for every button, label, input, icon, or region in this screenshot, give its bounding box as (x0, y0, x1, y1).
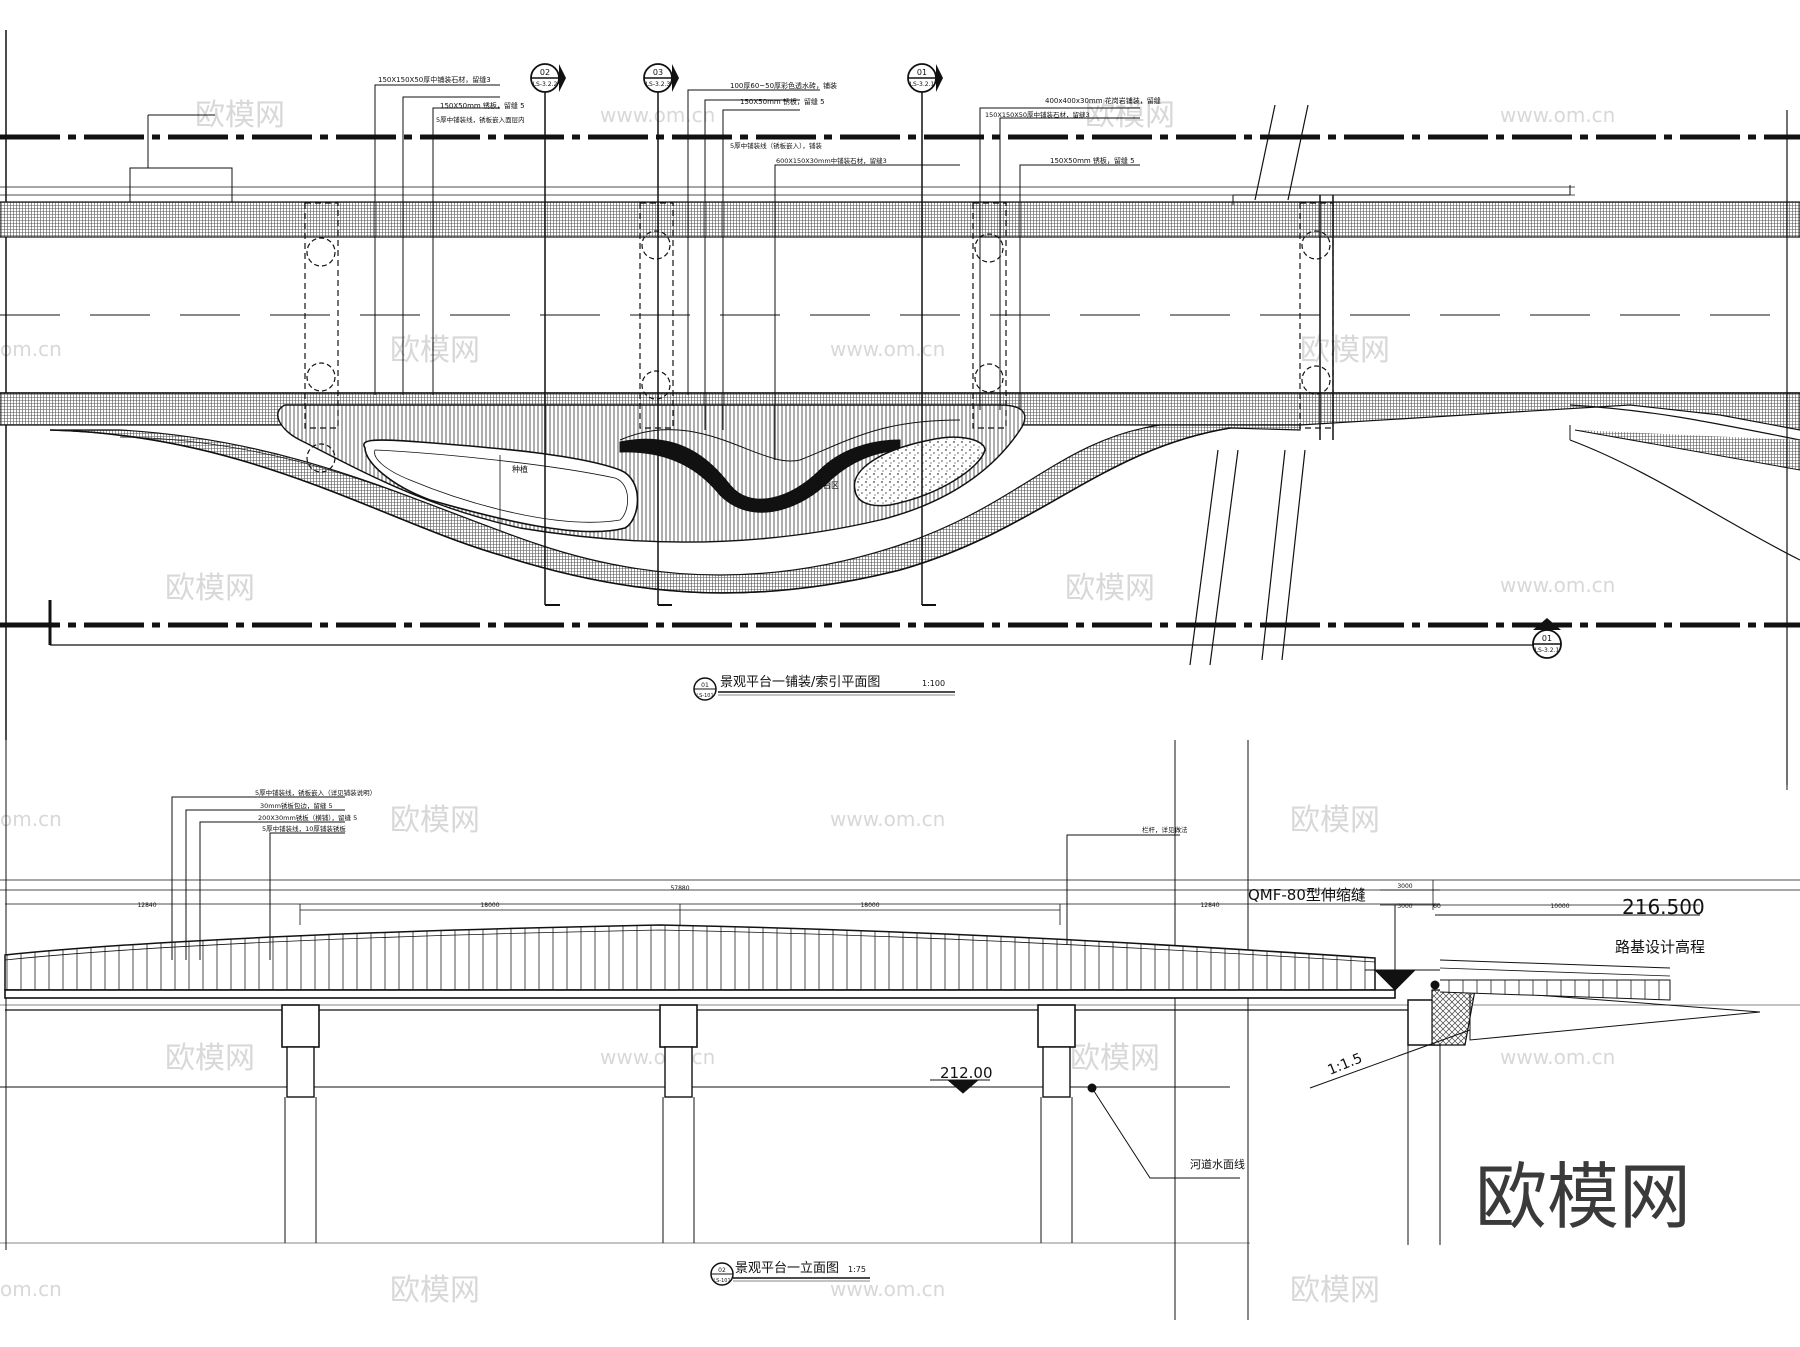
dim-left-end: 12840 (137, 902, 156, 909)
plan-callout-text: 5厚中铺装线，锈板嵌入面层内 (436, 115, 525, 124)
water-line-label: 河道水面线 (1190, 1157, 1245, 1171)
elevation-callout-text: 5厚中铺装线，10厚铺装锈板 (262, 824, 346, 833)
pier-elevation (281, 1004, 320, 1243)
section-marker-sheet: LS-3.2.2 (533, 81, 558, 88)
planter-left (363, 439, 639, 533)
elevation-callouts (171, 796, 345, 960)
title-badge-number: 01 (701, 682, 709, 689)
watermark: 欧模网 (1300, 333, 1390, 368)
road-elevation-value: 216.500 (1622, 895, 1705, 919)
section-marker-sheet: LS-3.2.1 (910, 81, 935, 88)
pier-outline (972, 202, 1007, 429)
expansion-joint-label: QMF-80型伸缩缝 (1248, 886, 1366, 904)
plan-callout-text: 150X50mm 锈板，留缝 5 (440, 101, 525, 110)
road-elevation-label: 路基设计高程 (1615, 938, 1705, 956)
elevation-title-block: 02 LS-101 景观平台一立面图 1:75 (710, 1261, 870, 1286)
dim-span-left: 18000 (480, 902, 499, 909)
elevation-title: 景观平台一立面图 (735, 1261, 839, 1276)
plan-callout-text: 150X150X50厚中铺装石材，留缝3 (378, 75, 491, 84)
watermark: om.cn (0, 807, 62, 831)
watermarks: 欧模网 www.om.cn 欧模网 www.om.cn om.cn 欧模网 ww… (0, 98, 1615, 1308)
plan-callout-texts: 150X150X50厚中铺装石材，留缝3 150X50mm 锈板，留缝 5 5厚… (378, 75, 1161, 165)
slope-label: 1:1.5 (1326, 1050, 1365, 1078)
area-label-platform: 平台区 (815, 480, 839, 490)
elevation-marker-sheet: LS-3.2.1 (1535, 647, 1560, 654)
watermark: 欧模网 (1290, 1273, 1380, 1308)
elevation-scale: 1:75 (848, 1265, 866, 1274)
elevation-marker-number: 01 (1542, 634, 1552, 643)
pier-outline (639, 202, 674, 429)
plan-callout-text: 5厚中铺装线（锈板嵌入），铺装 (730, 141, 822, 150)
watermark: www.om.cn (830, 807, 945, 831)
watermark: www.om.cn (600, 1045, 715, 1069)
plan-callout-text: 150X50mm 锈板，留缝 5 (1050, 156, 1135, 165)
elevation-view (0, 735, 1800, 1320)
upper-sidewalk-paving (0, 201, 1800, 238)
dim-joint-c: 60 (1433, 903, 1441, 910)
title-badge-sheet: LS-101 (713, 1278, 730, 1284)
elevation-dimensions: 57880 12840 18000 18000 12840 3000 3000 … (137, 883, 1569, 910)
section-marker: 03 LS-3.2.3 (643, 63, 679, 93)
dim-joint-b: 3000 (1397, 903, 1412, 910)
plan-title: 景观平台一铺装/索引平面图 (720, 675, 880, 690)
section-marker-number: 03 (653, 68, 663, 77)
plan-view: 种植 平台区 (0, 30, 1800, 785)
pier-elevation (1037, 1004, 1076, 1243)
plan-callout-text: 100厚60~50厚彩色透水砖，铺装 (730, 81, 837, 90)
dim-approach: 10000 (1550, 903, 1569, 910)
elevation-callout-texts: 5厚中铺装线，锈板嵌入（详见铺装说明） 30mm锈板包边，留缝 5 200X30… (255, 788, 1188, 834)
plan-callouts (374, 84, 1140, 460)
dim-joint-a: 3000 (1397, 883, 1412, 890)
section-marker: 01 LS-3.2.1 (907, 63, 943, 93)
plan-title-block: 01 LS-101 景观平台一铺装/索引平面图 1:100 (693, 675, 955, 701)
watermark: 欧模网 (165, 571, 255, 606)
plan-callout-text: 400x400x30mm 花岗岩铺装，留缝 (1045, 96, 1161, 105)
watermark: om.cn (0, 337, 62, 361)
dim-span-right: 18000 (860, 902, 879, 909)
watermark: www.om.cn (1500, 1045, 1615, 1069)
section-marker: 02 LS-3.2.2 (530, 63, 566, 93)
watermark: om.cn (0, 1277, 62, 1301)
elevation-callout-text: 200X30mm锈板（横铺），留缝 5 (258, 813, 357, 822)
plan-callout-text: 150X50mm 锈板，留缝 5 (740, 97, 825, 106)
title-badge-number: 02 (718, 1267, 726, 1274)
area-label-planting: 种植 (512, 464, 528, 474)
watermark: 欧模网 (390, 333, 480, 368)
pier-outline (304, 202, 339, 473)
planter-right-gravel (853, 436, 986, 507)
watermark: 欧模网 (1065, 571, 1155, 606)
elevation-callout-text: 5厚中铺装线，锈板嵌入（详见铺装说明） (255, 788, 376, 797)
site-logo-watermark: 欧模网 (1475, 1155, 1691, 1239)
rail-note: 栏杆，详见做法 (1142, 825, 1188, 834)
elevation-reference-marker: 01 LS-3.2.1 (1532, 618, 1562, 659)
watermark: 欧模网 (390, 803, 480, 838)
elevation-callout-text: 30mm锈板包边，留缝 5 (260, 801, 333, 810)
watermark: 欧模网 (165, 1041, 255, 1076)
watermark: 欧模网 (1290, 803, 1380, 838)
elevation-labels: QMF-80型伸缩缝 216.500 路基设计高程 212.00 河道水面线 1… (940, 886, 1705, 1171)
dim-right-end: 12840 (1200, 902, 1219, 909)
plan-callout-text: 150X150X50厚中铺装石材，留缝3 (985, 110, 1090, 119)
section-marker-number: 02 (540, 68, 550, 77)
plan-callout-text: 600X150X30mm中铺装石材，留缝3 (776, 156, 887, 165)
watermark: 欧模网 (1085, 98, 1175, 133)
watermark: www.om.cn (830, 337, 945, 361)
plan-scale: 1:100 (922, 679, 945, 688)
title-badge-sheet: LS-101 (696, 693, 713, 699)
watermark: www.om.cn (1500, 103, 1615, 127)
deck-girder (4, 989, 1396, 999)
watermark: www.om.cn (830, 1277, 945, 1301)
section-marker-number: 01 (917, 68, 927, 77)
water-elevation-value: 212.00 (940, 1064, 993, 1082)
dim-total: 57880 (670, 885, 689, 892)
deck-arch-profile (4, 924, 1376, 991)
pier-elevation (659, 1004, 698, 1243)
watermark: 欧模网 (390, 1273, 480, 1308)
section-marker-sheet: LS-3.2.3 (646, 81, 671, 88)
watermark: 欧模网 (1070, 1041, 1160, 1076)
watermark: www.om.cn (1500, 573, 1615, 597)
abutment (1407, 989, 1476, 1245)
